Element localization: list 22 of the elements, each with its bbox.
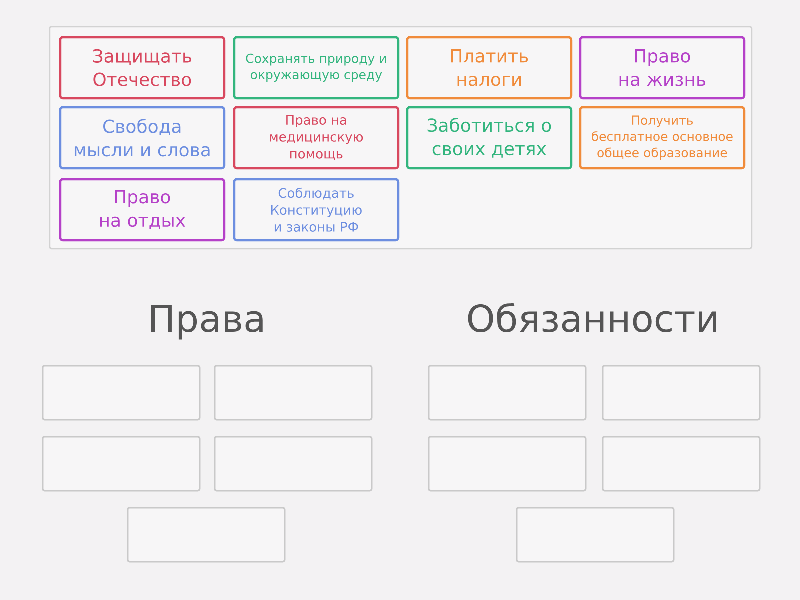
word-card: Право на жизнь [579, 36, 746, 100]
word-card: Защищать Отечество [59, 36, 226, 100]
answer-box [214, 365, 373, 421]
column-heading: Обязанности [468, 303, 716, 333]
answer-box [602, 436, 761, 492]
answer-box [516, 507, 675, 563]
answer-box [428, 436, 587, 492]
answer-box [42, 365, 201, 421]
word-card: Заботиться о своих детях [406, 106, 573, 170]
answer-box [127, 507, 286, 563]
word-card: Право на медицинскую помощь [233, 106, 400, 170]
word-card: Право на отдых [59, 178, 226, 242]
column-heading: Права [151, 305, 263, 340]
word-card: Свобода мысли и слова [59, 106, 226, 170]
answer-box [428, 365, 587, 421]
answer-box [602, 365, 761, 421]
word-card: Сохранять природу и окружающую среду [233, 36, 400, 100]
word-card: Платить налоги [406, 36, 573, 100]
word-card: Соблюдать Конституцию и законы РФ [233, 178, 400, 242]
answer-box [214, 436, 373, 492]
word-card: Получить бесплатное основное общее образование [579, 106, 746, 170]
answer-box [42, 436, 201, 492]
